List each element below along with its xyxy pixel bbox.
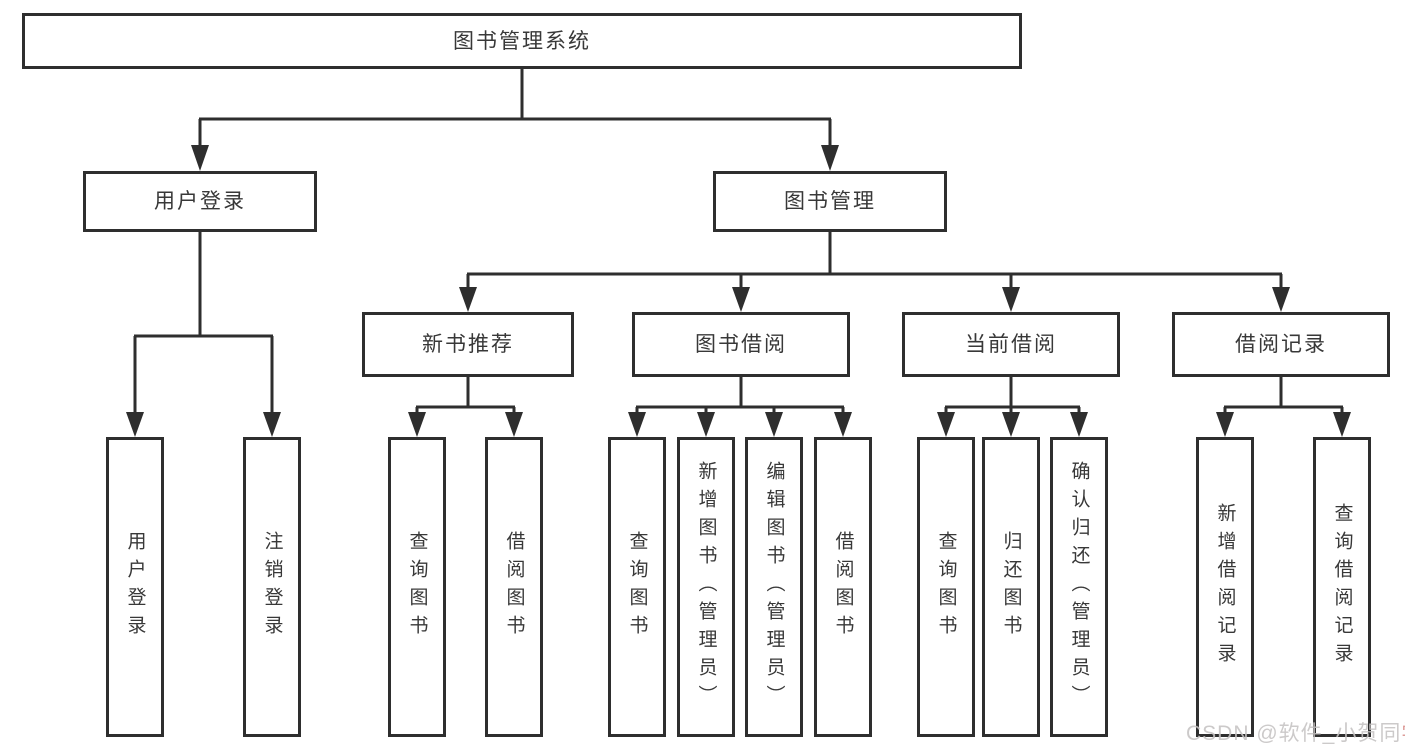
arrowhead-down (126, 412, 144, 437)
node-new-book-recommend: 新书推荐 (362, 312, 574, 377)
node-book-borrow-label: 图书借阅 (695, 333, 787, 356)
arrowheads (126, 145, 1351, 437)
arrowhead-down (732, 287, 750, 312)
arrowhead-down (459, 287, 477, 312)
watermark-text: CSDN @软件_小贺同 (1186, 722, 1402, 745)
arrowhead-down (408, 412, 426, 437)
watermark-accent-text: 学 (1401, 722, 1405, 745)
leaf-br-add-record-label: 新增借阅记录 (1214, 503, 1236, 671)
node-user-login: 用户登录 (83, 171, 317, 232)
connector-book-mgmt-to-level3 (466, 232, 1283, 288)
leaf-cb-query-books: 查询图书 (917, 437, 975, 737)
arrowhead-down (505, 412, 523, 437)
arrowhead-down (628, 412, 646, 437)
arrowhead-down (1216, 412, 1234, 437)
leaf-cb-confirm-return-admin: 确认归还（管理员） (1050, 437, 1108, 737)
arrowhead-down (937, 412, 955, 437)
leaf-bb-edit-books-admin-label: 编辑图书（管理员） (763, 461, 785, 713)
arrowhead-down (697, 412, 715, 437)
leaf-logout-label: 注销登录 (261, 531, 283, 643)
leaf-nb-borrow-books-label: 借阅图书 (503, 531, 525, 643)
connector-user-login-children (133, 232, 274, 413)
leaf-bb-query-books-label: 查询图书 (626, 531, 648, 643)
connector-root-to-level2 (198, 68, 832, 146)
arrowhead-down (1002, 412, 1020, 437)
leaf-br-query-record-label: 查询借阅记录 (1331, 503, 1353, 671)
node-new-book-recommend-label: 新书推荐 (422, 333, 514, 356)
leaf-logout: 注销登录 (243, 437, 301, 737)
arrowhead-down (765, 412, 783, 437)
leaf-cb-confirm-return-admin-label: 确认归还（管理员） (1068, 461, 1090, 713)
leaf-user-login: 用户登录 (106, 437, 164, 737)
leaf-br-query-record: 查询借阅记录 (1313, 437, 1371, 737)
arrowhead-down (263, 412, 281, 437)
leaf-bb-add-books-admin-label: 新增图书（管理员） (695, 461, 717, 713)
leaf-bb-borrow-books-label: 借阅图书 (832, 531, 854, 643)
connector-current-borrow-children (944, 377, 1081, 414)
arrowhead-down (834, 412, 852, 437)
node-borrow-records: 借阅记录 (1172, 312, 1390, 377)
connector-borrow-record-children (1223, 377, 1344, 414)
node-book-borrow: 图书借阅 (632, 312, 850, 377)
leaf-cb-return-books-label: 归还图书 (1000, 531, 1022, 643)
node-book-management: 图书管理 (713, 171, 947, 232)
leaf-bb-add-books-admin: 新增图书（管理员） (677, 437, 735, 737)
arrowhead-down (1002, 287, 1020, 312)
leaf-br-add-record: 新增借阅记录 (1196, 437, 1254, 737)
leaf-user-login-label: 用户登录 (124, 531, 146, 643)
node-user-login-label: 用户登录 (154, 190, 246, 213)
node-root-system: 图书管理系统 (22, 13, 1022, 69)
leaf-cb-return-books: 归还图书 (982, 437, 1040, 737)
arrowhead-down (821, 145, 839, 171)
node-root-system-label: 图书管理系统 (453, 29, 591, 53)
node-current-borrow: 当前借阅 (902, 312, 1120, 377)
arrowhead-down (1272, 287, 1290, 312)
node-book-management-label: 图书管理 (784, 190, 876, 213)
leaf-bb-borrow-books: 借阅图书 (814, 437, 872, 737)
arrowhead-down (1070, 412, 1088, 437)
leaf-bb-edit-books-admin: 编辑图书（管理员） (745, 437, 803, 737)
leaf-bb-query-books: 查询图书 (608, 437, 666, 737)
connector-new-book-children (415, 377, 516, 414)
leaf-cb-query-books-label: 查询图书 (935, 531, 957, 643)
arrowhead-down (1333, 412, 1351, 437)
arrowhead-down (191, 145, 209, 171)
node-borrow-records-label: 借阅记录 (1235, 333, 1327, 356)
leaf-nb-query-books-label: 查询图书 (406, 531, 428, 643)
watermark: CSDN @软件_小贺同学 (1186, 717, 1405, 747)
leaf-nb-borrow-books: 借阅图书 (485, 437, 543, 737)
node-current-borrow-label: 当前借阅 (965, 333, 1057, 356)
connector-book-borrow-children (635, 377, 845, 414)
leaf-nb-query-books: 查询图书 (388, 437, 446, 737)
